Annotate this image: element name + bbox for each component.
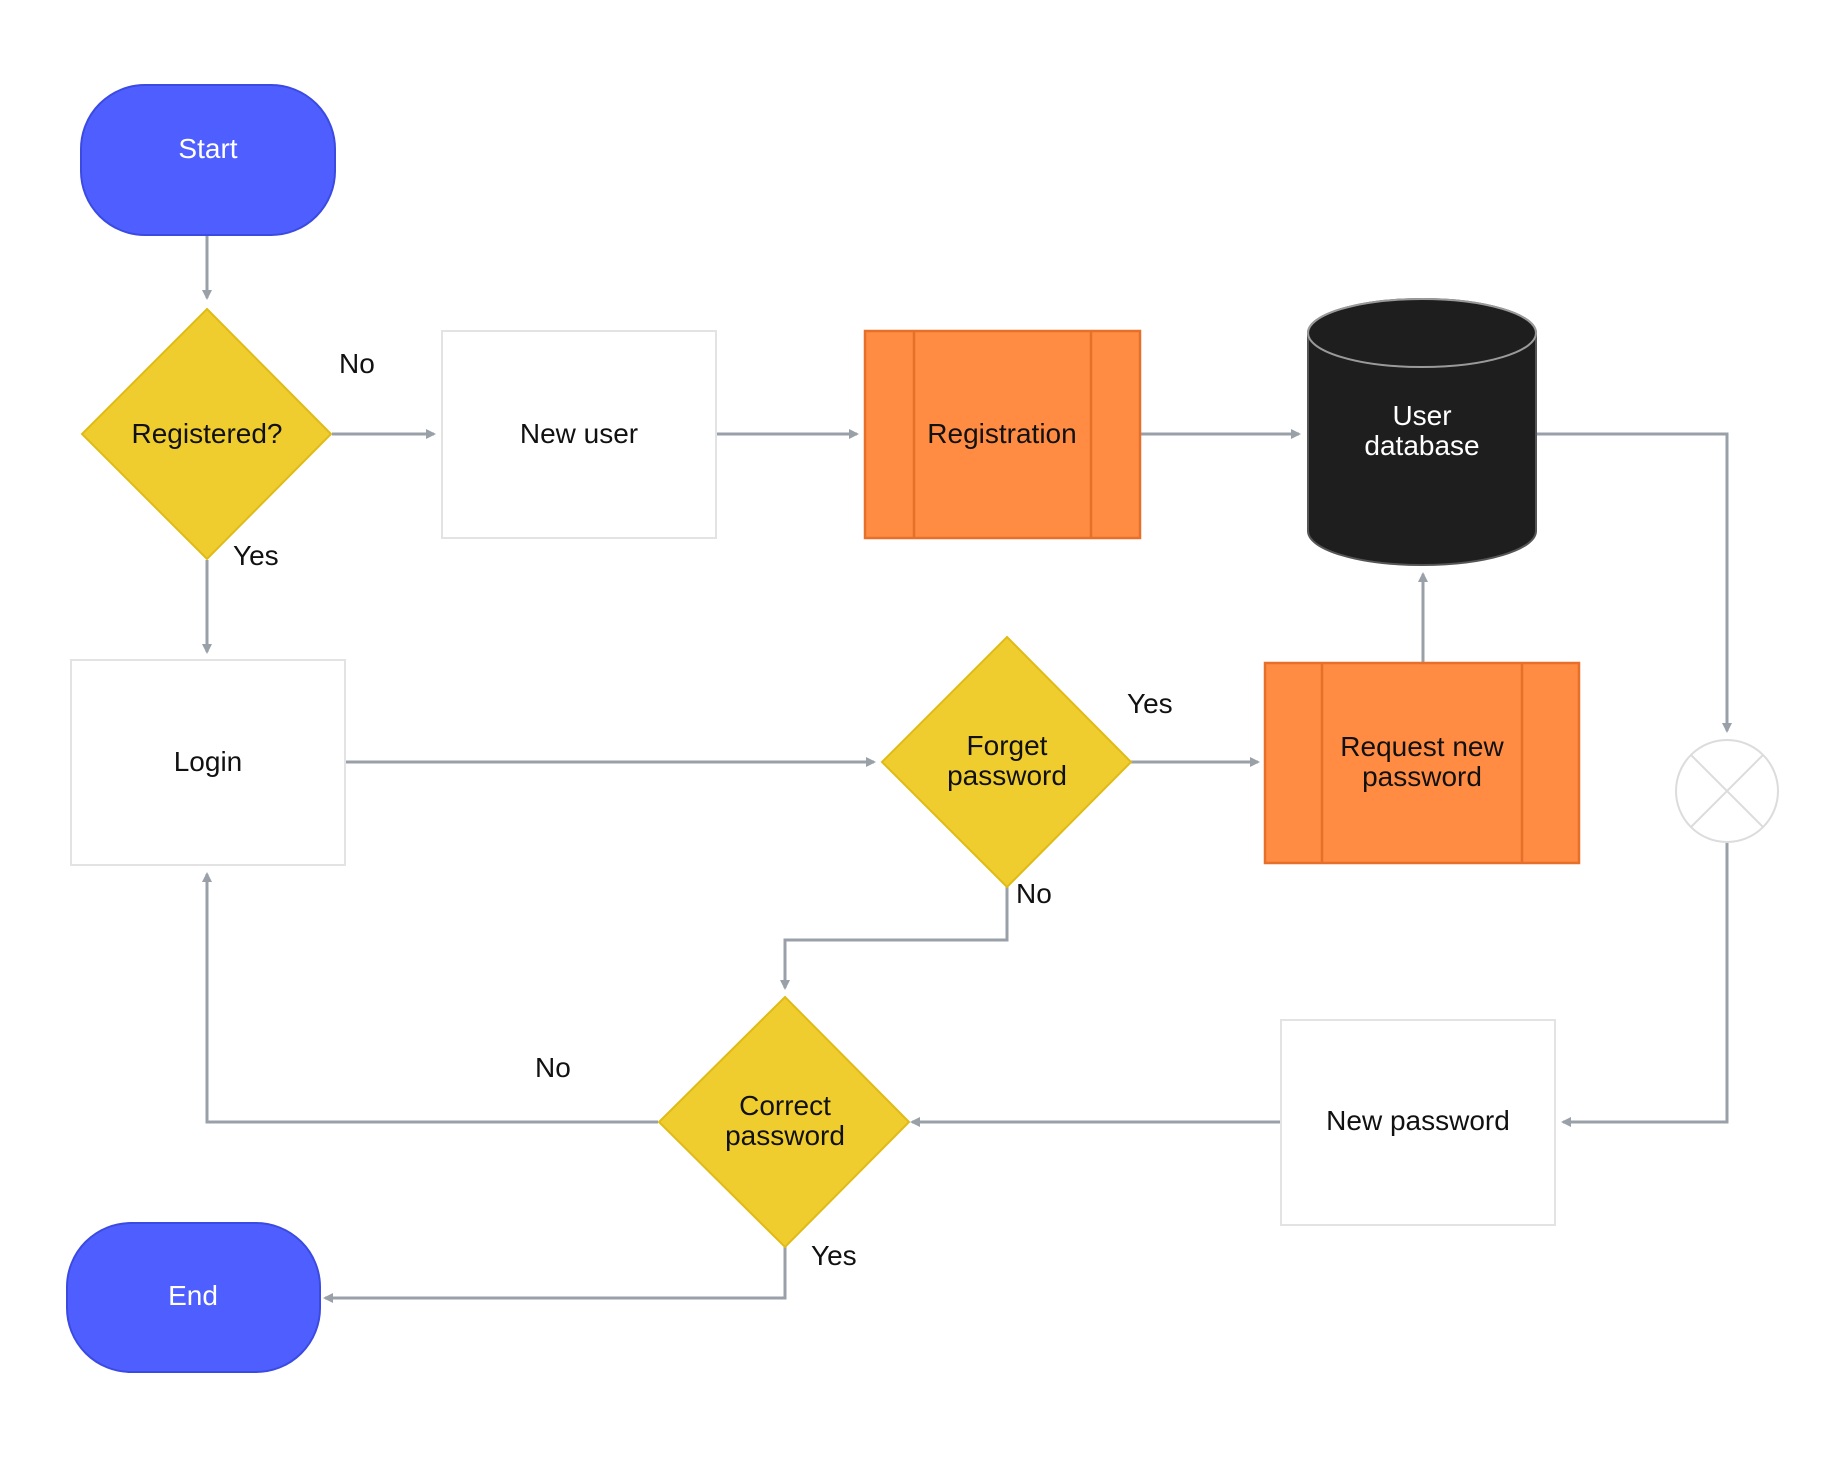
edge-labels: No Yes Yes No No Yes <box>233 348 1173 1271</box>
forget-password-decision[interactable]: Forget password <box>880 635 1133 889</box>
label-forget-no: No <box>1016 878 1052 909</box>
new-password-node[interactable]: New password <box>1280 1019 1556 1226</box>
request-new-password-shape <box>1263 661 1581 865</box>
junction-node <box>1675 739 1779 843</box>
edge-junction-to-new-password <box>1561 843 1729 1127</box>
correct-password-shape <box>657 995 911 1249</box>
start-node[interactable]: Start <box>80 84 336 236</box>
label-registered-no: No <box>339 348 375 379</box>
edge-user-database-to-junction <box>1535 432 1732 733</box>
new-user-node[interactable]: New user <box>441 330 717 539</box>
registration-shape <box>863 329 1142 540</box>
correct-password-label-line2: password <box>725 1120 845 1151</box>
edge-correct-password-to-end <box>323 1246 787 1303</box>
edge-forget-to-correct-password <box>780 887 1009 990</box>
registration-label: Registration <box>927 418 1076 449</box>
junction-cross-b <box>1690 754 1764 828</box>
end-node[interactable]: End <box>66 1222 321 1373</box>
request-new-password-label-line1: Request new <box>1340 731 1504 762</box>
forget-password-shape <box>880 635 1133 889</box>
end-label: End <box>168 1280 218 1311</box>
user-database-label-line1: User <box>1392 400 1451 431</box>
request-new-password-label-line2: password <box>1362 761 1482 792</box>
forget-password-label-line2: password <box>947 760 1067 791</box>
new-user-label: New user <box>520 418 638 449</box>
edge-correct-password-to-login <box>202 872 658 1124</box>
request-new-password-node[interactable]: Request new password <box>1263 661 1581 865</box>
registered-decision[interactable]: Registered? <box>80 307 333 561</box>
start-label: Start <box>178 133 237 164</box>
new-user-shape <box>441 330 717 539</box>
user-database-top <box>1307 298 1537 368</box>
new-password-label: New password <box>1326 1105 1510 1136</box>
login-shape <box>70 659 346 866</box>
login-node[interactable]: Login <box>70 659 346 866</box>
label-correct-no: No <box>535 1052 571 1083</box>
label-correct-yes: Yes <box>811 1240 857 1271</box>
registered-label: Registered? <box>132 418 283 449</box>
registered-shape <box>80 307 333 561</box>
label-registered-yes: Yes <box>233 540 279 571</box>
end-shape <box>66 1222 321 1373</box>
login-label: Login <box>174 746 243 777</box>
correct-password-decision[interactable]: Correct password <box>657 995 911 1249</box>
forget-password-label-line1: Forget <box>967 730 1048 761</box>
edges <box>202 236 1732 1303</box>
correct-password-label-line1: Correct <box>739 1090 831 1121</box>
label-forget-yes: Yes <box>1127 688 1173 719</box>
registration-node[interactable]: Registration <box>863 329 1142 540</box>
user-database-label-line2: database <box>1364 430 1479 461</box>
start-shape <box>80 84 336 236</box>
new-password-shape <box>1280 1019 1556 1226</box>
user-database-node[interactable]: User database <box>1307 298 1537 566</box>
